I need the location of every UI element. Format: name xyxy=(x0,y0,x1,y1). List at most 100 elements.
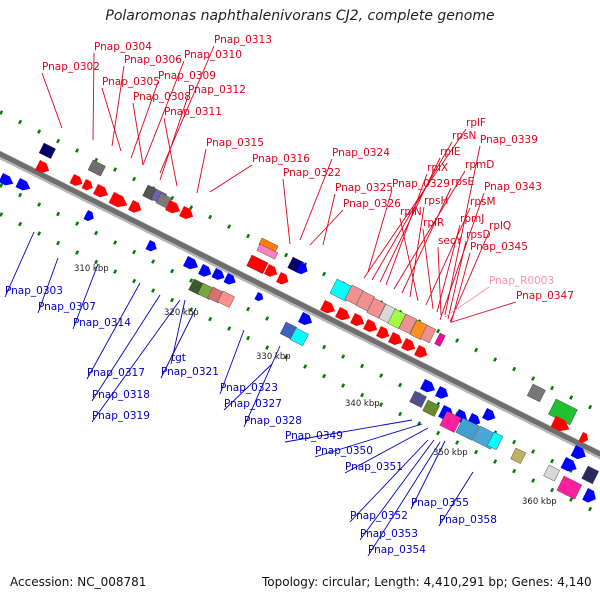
leader-line xyxy=(409,206,425,298)
forward-gene-label: Pnap_0322 xyxy=(283,167,341,179)
leader-line xyxy=(314,423,423,458)
gene-arrow xyxy=(582,488,596,503)
gene-block xyxy=(526,383,546,403)
tick-mark xyxy=(341,354,346,359)
reverse-gene-label: Pnap_0352 xyxy=(350,510,408,522)
gene-block xyxy=(256,243,279,260)
tick-mark xyxy=(265,316,270,321)
tick-mark xyxy=(398,411,403,417)
forward-gene-label: rpsH xyxy=(424,195,448,207)
scale-label: 310 kbp xyxy=(74,264,109,274)
leader-line xyxy=(91,299,181,423)
tick-mark xyxy=(588,506,593,512)
forward-gene-label: Pnap_0313 xyxy=(214,34,272,46)
tick-mark xyxy=(208,316,213,322)
tick-mark xyxy=(75,221,80,226)
gene-arrow xyxy=(264,264,278,277)
leader-line xyxy=(349,439,429,523)
gene-block xyxy=(246,254,269,275)
reverse-gene-label: Pnap_0321 xyxy=(161,366,219,378)
scale-label: 320 kbp xyxy=(164,308,199,318)
tick-mark xyxy=(170,268,175,274)
leader-line xyxy=(159,95,189,181)
reverse-gene-label: Pnap_0354 xyxy=(368,544,426,556)
tick-mark xyxy=(379,402,384,407)
forward-gene-label: Pnap_0302 xyxy=(42,61,100,73)
gene-arrow xyxy=(560,457,577,472)
tick-mark xyxy=(322,271,327,277)
gene-arrow xyxy=(276,272,289,285)
tick-mark xyxy=(569,497,574,502)
backbone-line xyxy=(0,151,600,457)
tick-mark xyxy=(132,249,137,255)
forward-gene-label: rplN xyxy=(400,206,422,218)
reverse-gene-label: Pnap_0318 xyxy=(92,389,150,401)
accession-text: Accession: NC_008781 xyxy=(10,575,147,589)
gene-arrow xyxy=(223,273,236,285)
tick-mark xyxy=(474,347,479,353)
gene-arrow xyxy=(183,256,199,270)
leader-line xyxy=(132,102,144,166)
tick-mark xyxy=(246,306,251,312)
gene-arrow xyxy=(108,192,128,208)
forward-gene-label: Pnap_0312 xyxy=(188,84,246,96)
tick-mark xyxy=(227,224,232,229)
tick-mark xyxy=(151,259,156,264)
tick-mark xyxy=(94,259,99,265)
leader-line xyxy=(367,441,441,557)
forward-gene-label: Pnap_0343 xyxy=(484,181,542,193)
leader-line xyxy=(91,294,161,402)
reverse-gene-label: Pnap_0358 xyxy=(439,514,497,526)
tick-mark xyxy=(284,252,289,258)
leader-line xyxy=(444,286,490,318)
leader-line xyxy=(367,189,393,273)
leader-line xyxy=(41,72,63,129)
leader-line xyxy=(344,427,429,474)
gene-arrow xyxy=(550,416,570,432)
forward-gene-label: Pnap_0311 xyxy=(164,106,222,118)
tick-mark xyxy=(113,269,118,274)
gene-block xyxy=(366,297,386,319)
gene-arrow xyxy=(69,174,83,186)
leader-line xyxy=(72,263,99,330)
forward-gene-label: Pnap_0306 xyxy=(124,54,182,66)
tick-mark xyxy=(132,278,137,284)
tick-mark xyxy=(436,430,441,436)
leader-line xyxy=(111,65,125,147)
tick-mark xyxy=(455,338,460,343)
leader-line xyxy=(371,141,453,281)
forward-gene-label: secY xyxy=(438,235,463,247)
gene-arrow xyxy=(388,332,403,346)
gene-labels: Pnap_0302Pnap_0304Pnap_0306Pnap_0305Pnap… xyxy=(5,34,574,556)
leader-line xyxy=(4,231,35,298)
tick-mark xyxy=(94,230,99,236)
reverse-gene-label: Pnap_0353 xyxy=(360,528,418,540)
tick-mark xyxy=(512,439,517,445)
tick-mark xyxy=(75,148,80,153)
genome-backbone xyxy=(0,150,600,460)
forward-gene-label: rplQ xyxy=(489,220,511,232)
tick-mark xyxy=(531,376,536,381)
gene-arrow xyxy=(145,240,157,252)
gene-arrow xyxy=(179,206,194,220)
leader-line xyxy=(219,329,245,395)
leader-line xyxy=(450,252,471,324)
tick-mark xyxy=(246,335,251,341)
tick-mark xyxy=(531,449,536,454)
tick-mark xyxy=(37,129,42,134)
gene-arrow xyxy=(435,386,449,399)
forward-gene-label: rpsE xyxy=(451,176,474,188)
leader-line xyxy=(437,246,442,316)
leader-line xyxy=(309,209,344,246)
gene-arrow xyxy=(93,184,109,198)
leader-line xyxy=(196,148,207,194)
tick-mark xyxy=(37,231,42,236)
tick-mark xyxy=(265,345,270,350)
gene-block xyxy=(556,475,583,500)
forward-gene-label: Pnap_0315 xyxy=(206,137,264,149)
reverse-gene-label: Pnap_0317 xyxy=(87,367,145,379)
gene-arrow xyxy=(198,264,212,277)
forward-gene-label: Pnap_0345 xyxy=(470,241,528,253)
reverse-gene-label: Pnap_0327 xyxy=(224,398,282,410)
